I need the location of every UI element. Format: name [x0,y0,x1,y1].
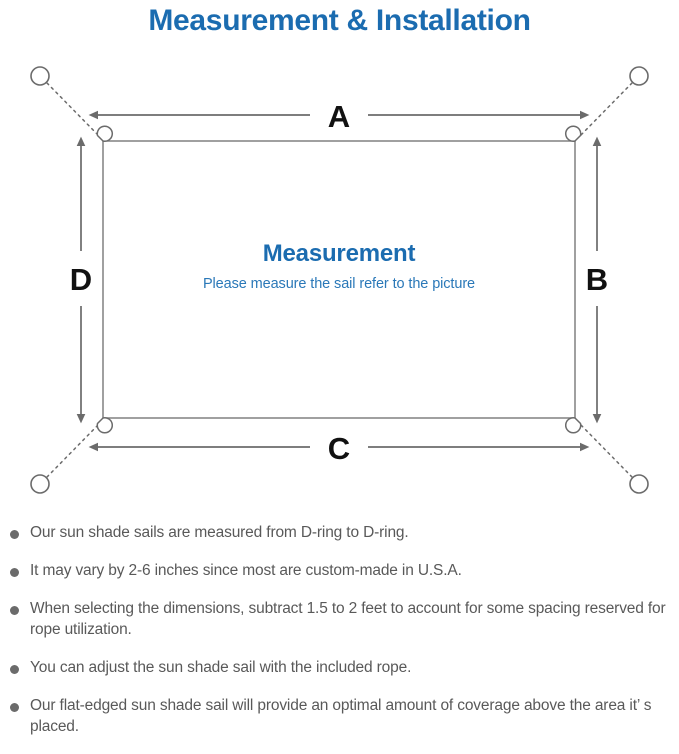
page-title: Measurement & Installation [148,4,531,37]
sail-rectangle [102,140,576,419]
anchor-point-bottom-right [629,474,649,494]
rope-line-bottom-left [46,422,101,478]
note-text: It may vary by 2-6 inches since most are… [30,562,462,579]
list-item: When selecting the dimensions, subtract … [0,598,679,640]
bullet-icon [10,703,19,712]
anchor-point-top-right [629,66,649,86]
dimension-label-b: B [586,262,608,297]
d-ring-bottom-left [96,417,114,434]
dimension-label-c: C [328,431,350,466]
d-ring-bottom-right [564,417,582,434]
d-ring-top-left [96,125,114,142]
list-item: Our sun shade sails are measured from D-… [0,522,679,543]
bullet-icon [10,606,19,615]
d-ring-top-right [564,125,582,142]
bullet-icon [10,665,19,674]
list-item: Our flat-edged sun shade sail will provi… [0,695,679,737]
dimension-label-d: D [70,262,92,297]
rope-line-top-left [46,82,101,138]
bullet-icon [10,568,19,577]
anchor-point-bottom-left [30,474,50,494]
sail-diagram-svg: A C D B [30,66,649,494]
list-item: You can adjust the sun shade sail with t… [0,657,679,678]
bullet-icon [10,530,19,539]
rope-line-bottom-right [578,422,633,478]
rope-line-top-right [578,82,633,138]
notes-list: Our sun shade sails are measured from D-… [0,522,679,754]
anchor-point-top-left [30,66,50,86]
note-text: You can adjust the sun shade sail with t… [30,659,412,676]
note-text: When selecting the dimensions, subtract … [30,600,666,638]
note-text: Our sun shade sails are measured from D-… [30,524,409,541]
note-text: Our flat-edged sun shade sail will provi… [30,697,652,735]
dimension-label-a: A [328,99,350,134]
list-item: It may vary by 2-6 inches since most are… [0,560,679,581]
measurement-diagram: A C D B Measurement Please measure the s… [0,44,679,522]
